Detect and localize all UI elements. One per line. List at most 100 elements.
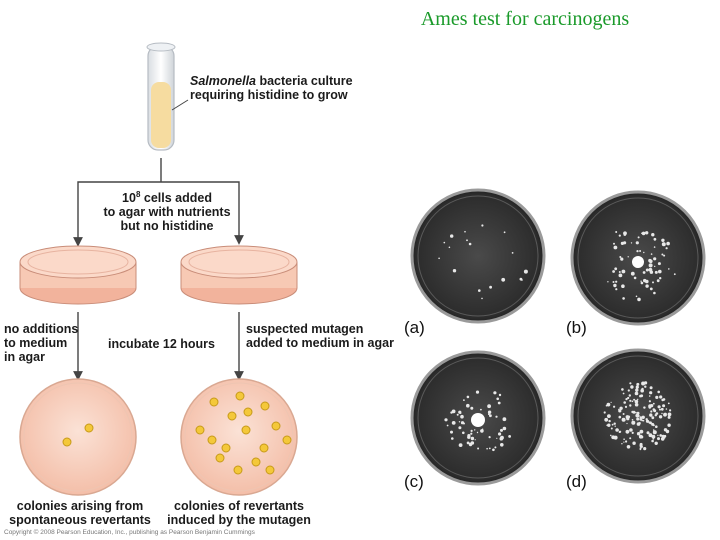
speckle bbox=[613, 422, 616, 425]
speckle bbox=[494, 446, 497, 449]
speckle bbox=[619, 256, 622, 258]
speckle bbox=[642, 271, 646, 274]
speckle bbox=[480, 429, 484, 433]
speckle bbox=[645, 284, 649, 288]
speckle bbox=[466, 403, 470, 408]
petri-dish-left bbox=[19, 245, 137, 305]
speckle bbox=[644, 385, 647, 388]
colony bbox=[260, 401, 270, 411]
speckle bbox=[632, 410, 636, 414]
speckle bbox=[477, 447, 480, 450]
speckle bbox=[452, 269, 457, 273]
speckle bbox=[603, 411, 606, 414]
speckle bbox=[651, 434, 656, 439]
speckle bbox=[639, 417, 643, 421]
speckle bbox=[604, 417, 609, 422]
speckle bbox=[649, 386, 653, 390]
speckle bbox=[648, 404, 652, 408]
speckle bbox=[650, 410, 653, 413]
speckle bbox=[470, 436, 475, 441]
speckle bbox=[495, 415, 498, 418]
colony bbox=[241, 425, 251, 435]
speckle bbox=[470, 441, 475, 445]
mutagen-label: suspected mutagen added to medium in aga… bbox=[246, 322, 394, 350]
speckle bbox=[641, 415, 645, 419]
speckle bbox=[640, 445, 643, 448]
speckle bbox=[464, 230, 466, 233]
speckle bbox=[622, 392, 625, 395]
speckle bbox=[637, 236, 640, 239]
speckle bbox=[648, 395, 651, 397]
speckle bbox=[648, 267, 653, 272]
speckle bbox=[475, 390, 480, 394]
speckle bbox=[610, 427, 613, 430]
speckle bbox=[635, 412, 637, 414]
speckle bbox=[649, 413, 653, 417]
speckle bbox=[615, 428, 619, 432]
speckle bbox=[476, 431, 479, 434]
speckle bbox=[466, 395, 470, 399]
speckle bbox=[649, 391, 653, 395]
speckle bbox=[633, 398, 636, 401]
speckle bbox=[653, 246, 656, 248]
speckle bbox=[621, 269, 626, 274]
speckle bbox=[657, 262, 661, 266]
speckle bbox=[645, 268, 649, 272]
speckle bbox=[645, 231, 649, 235]
speckle bbox=[657, 434, 659, 437]
speckle bbox=[470, 429, 473, 432]
speckle bbox=[611, 423, 614, 426]
speckle bbox=[661, 238, 665, 242]
speckle bbox=[637, 297, 641, 302]
speckle bbox=[652, 281, 654, 284]
speckle bbox=[446, 424, 449, 427]
speckle bbox=[608, 419, 611, 423]
speckle bbox=[635, 391, 638, 393]
speckle bbox=[470, 406, 474, 410]
culture-pointer bbox=[171, 99, 189, 111]
speckle bbox=[463, 422, 465, 425]
speckle bbox=[653, 237, 657, 241]
speckle bbox=[443, 241, 446, 244]
speckle bbox=[631, 400, 634, 403]
colony bbox=[251, 457, 261, 467]
speckle bbox=[451, 409, 456, 414]
speckle bbox=[480, 408, 482, 411]
speckle bbox=[673, 273, 676, 276]
speckle bbox=[458, 421, 461, 423]
speckle bbox=[668, 268, 670, 270]
speckle bbox=[622, 297, 625, 300]
speckle bbox=[636, 417, 640, 421]
speckle bbox=[648, 421, 651, 424]
speckle bbox=[646, 431, 650, 435]
speckle bbox=[627, 396, 630, 400]
speckle bbox=[497, 401, 501, 405]
colony bbox=[195, 425, 205, 435]
speckle bbox=[613, 405, 616, 408]
colony bbox=[282, 435, 292, 445]
speckle bbox=[618, 431, 621, 433]
speckle bbox=[463, 399, 465, 401]
speckle bbox=[622, 413, 625, 415]
plate-label-b: (b) bbox=[566, 318, 587, 337]
speckle bbox=[621, 284, 625, 289]
speckle bbox=[658, 415, 663, 419]
colony bbox=[259, 443, 269, 453]
speckle bbox=[640, 280, 642, 282]
copyright-notice: Copyright © 2008 Pearson Education, Inc.… bbox=[4, 529, 255, 536]
speckle bbox=[641, 381, 646, 386]
speckle bbox=[625, 398, 628, 401]
speckle bbox=[438, 257, 440, 260]
speckle bbox=[508, 435, 511, 438]
speckle bbox=[466, 441, 470, 445]
speckle bbox=[661, 242, 666, 247]
speckle bbox=[621, 388, 624, 391]
culture-label: Salmonella bacteria culture requiring hi… bbox=[190, 74, 353, 102]
speckle bbox=[638, 422, 641, 425]
speckle bbox=[523, 269, 528, 274]
speckle bbox=[618, 408, 620, 410]
speckle bbox=[610, 434, 612, 437]
speckle bbox=[643, 406, 646, 409]
speckle bbox=[629, 382, 632, 385]
